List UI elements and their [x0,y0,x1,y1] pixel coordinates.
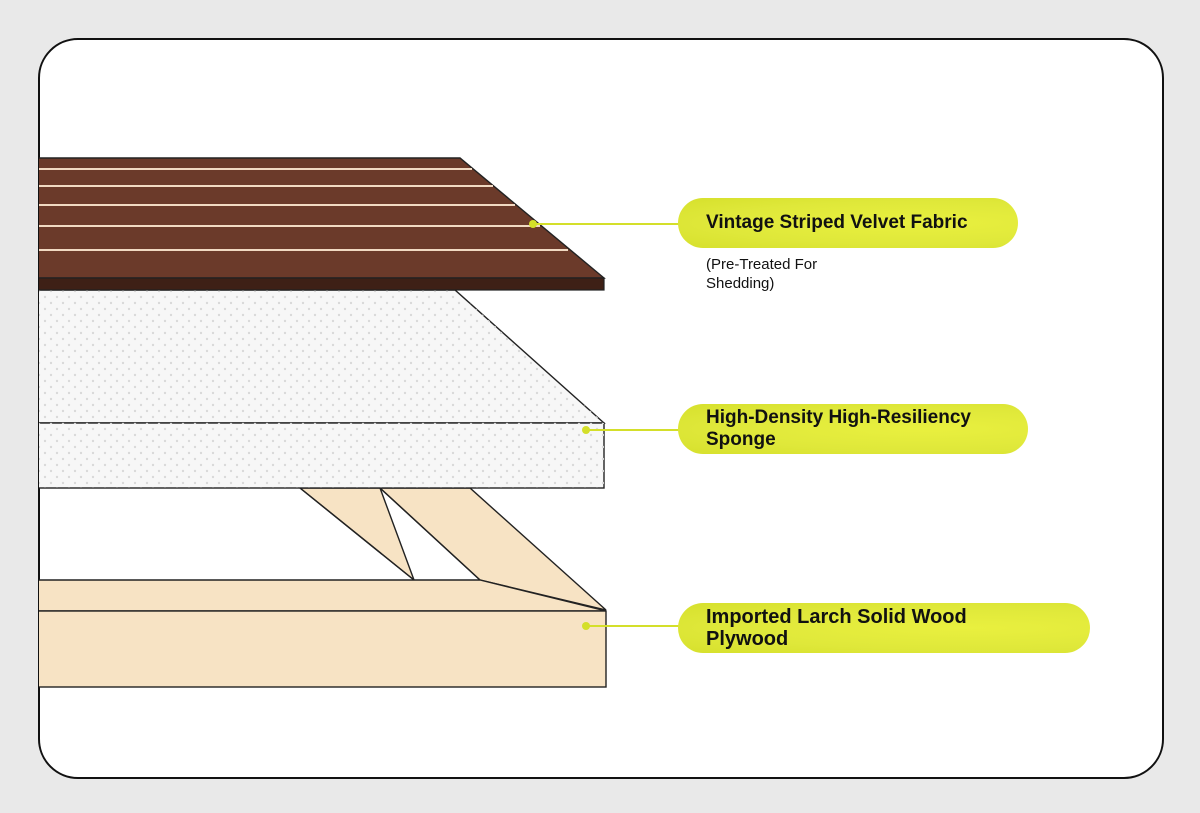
leader-dot-fabric [529,220,537,228]
leader-dot-sponge [582,426,590,434]
sponge-layer [39,289,606,489]
fabric-note: (Pre-Treated For Shedding) [706,255,856,293]
wood-plank-front [39,610,607,688]
fabric-note-line1: (Pre-Treated For [706,256,818,273]
leader-lines [529,220,680,630]
wood-label: Imported Larch Solid Wood Plywood [678,603,1090,653]
sponge-label: High-Density High-Resiliency Sponge [678,404,1028,454]
wood-label-line2: Plywood [706,628,789,650]
leader-dot-wood [582,622,590,630]
fabric-note-line2: Shedding) [706,275,775,292]
fabric-front-edge [39,277,605,291]
wood-label-line1: Imported Larch Solid Wood [706,606,967,628]
wood-layer [39,487,607,688]
fabric-top-face [39,157,606,279]
fabric-layer [39,157,606,291]
sponge-label-line2: Sponge [706,429,776,450]
fabric-label-text: Vintage Striped Velvet Fabric [706,212,968,233]
fabric-label: Vintage Striped Velvet Fabric [678,198,1018,248]
sponge-label-line1: High-Density High-Resiliency [706,407,971,428]
